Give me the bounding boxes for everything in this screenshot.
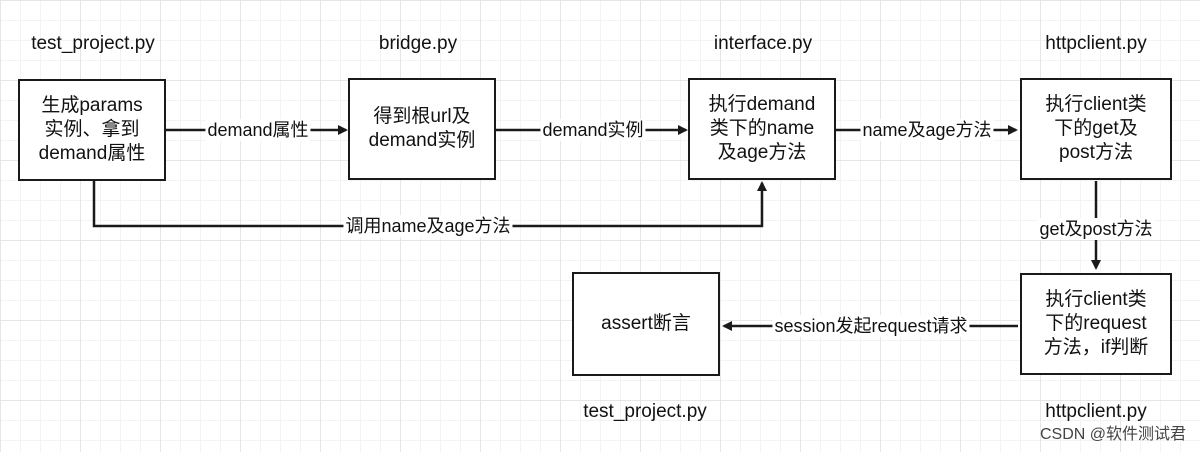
- edge-label-demand-instance: demand实例: [540, 119, 646, 141]
- edge-label-name-age-method: name及age方法: [860, 119, 994, 141]
- file-label-interface: interface.py: [713, 33, 813, 54]
- box-httpclient-request-line-2: 下的request: [1045, 313, 1147, 334]
- box-test-project: 生成params 实例、拿到 demand属性: [18, 79, 166, 181]
- box-test-project-line-1: 生成params: [41, 95, 143, 116]
- box-interface-line-2: 类下的name: [709, 118, 815, 139]
- box-assert: assert断言: [572, 272, 720, 376]
- box-bridge: 得到根url及 demand实例: [348, 78, 496, 180]
- box-bridge-line-2: demand实例: [368, 130, 476, 151]
- file-label-test-project-bottom: test_project.py: [583, 401, 707, 422]
- box-bridge-line-1: 得到根url及: [373, 106, 471, 127]
- box-httpclient-request-line-1: 执行client类: [1045, 289, 1147, 310]
- watermark: CSDN @软件测试君: [1039, 426, 1186, 443]
- box-httpclient-request: 执行client类 下的request 方法，if判断: [1020, 273, 1172, 375]
- edge-label-get-post: get及post方法: [1037, 218, 1155, 240]
- box-interface-line-1: 执行demand: [708, 94, 816, 115]
- box-httpclient-get-post-line-2: 下的get及: [1054, 118, 1138, 139]
- box-test-project-line-3: demand属性: [38, 143, 146, 164]
- file-label-httpclient-bottom: httpclient.py: [1045, 401, 1147, 422]
- edge-label-call-name-age: 调用name及age方法: [343, 215, 513, 237]
- box-httpclient-get-post: 执行client类 下的get及 post方法: [1020, 78, 1172, 180]
- edge-label-session-request: session发起request请求: [772, 315, 970, 337]
- box-interface: 执行demand 类下的name 及age方法: [688, 78, 836, 180]
- box-httpclient-request-line-3: 方法，if判断: [1043, 337, 1149, 358]
- box-httpclient-get-post-line-3: post方法: [1059, 142, 1133, 163]
- box-assert-line-1: assert断言: [601, 313, 691, 334]
- box-test-project-line-2: 实例、拿到: [44, 119, 140, 140]
- file-label-test-project-top: test_project.py: [31, 33, 155, 54]
- box-httpclient-get-post-line-1: 执行client类: [1045, 94, 1147, 115]
- file-label-httpclient-top: httpclient.py: [1045, 33, 1147, 54]
- box-interface-line-3: 及age方法: [717, 142, 807, 163]
- file-label-bridge: bridge.py: [378, 33, 458, 54]
- edge-label-demand-attribute: demand属性: [205, 119, 311, 141]
